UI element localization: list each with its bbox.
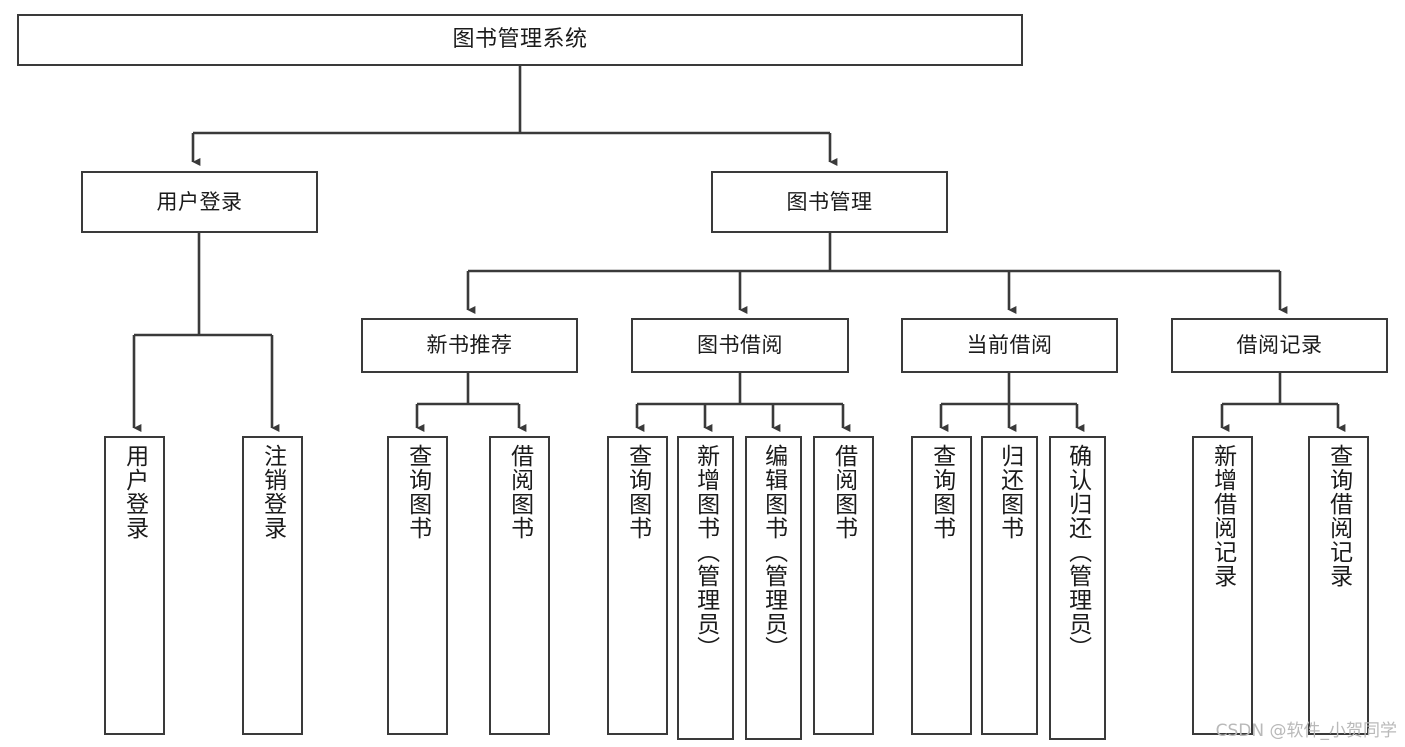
node-borrow-record[interactable]: 借阅记录 <box>1171 318 1388 373</box>
node-label: 图书借阅 <box>697 333 783 358</box>
leaf-user-logout[interactable]: 注销登录 <box>242 436 303 735</box>
leaf-add-book-admin[interactable]: 新增图书（管理员） <box>677 436 734 740</box>
leaf-edit-book-admin[interactable]: 编辑图书（管理员） <box>745 436 802 740</box>
node-book-manage[interactable]: 图书管理 <box>711 171 948 233</box>
node-label: 当前借阅 <box>966 333 1053 358</box>
node-label: 查询图书 <box>928 444 955 540</box>
node-label: 图书管理系统 <box>452 26 588 52</box>
leaf-query-book-borrow[interactable]: 查询图书 <box>607 436 668 735</box>
leaf-borrow-book-recommend[interactable]: 借阅图书 <box>489 436 550 735</box>
node-label: 确认归还（管理员） <box>1064 444 1091 660</box>
leaf-add-borrow-record[interactable]: 新增借阅记录 <box>1192 436 1253 735</box>
node-label: 新增借阅记录 <box>1209 444 1236 588</box>
node-label: 查询图书 <box>404 444 431 540</box>
leaf-query-book-current[interactable]: 查询图书 <box>911 436 972 735</box>
leaf-query-book-recommend[interactable]: 查询图书 <box>387 436 448 735</box>
node-label: 归还图书 <box>996 444 1023 540</box>
node-label: 注销登录 <box>259 444 286 540</box>
node-user-login[interactable]: 用户登录 <box>81 171 318 233</box>
node-label: 用户登录 <box>156 189 243 214</box>
node-label: 借阅图书 <box>830 444 857 540</box>
leaf-confirm-return-admin[interactable]: 确认归还（管理员） <box>1049 436 1106 740</box>
node-root-system[interactable]: 图书管理系统 <box>17 14 1023 66</box>
node-label: 编辑图书（管理员） <box>760 444 787 660</box>
node-book-borrow[interactable]: 图书借阅 <box>631 318 849 373</box>
leaf-query-borrow-record[interactable]: 查询借阅记录 <box>1308 436 1369 735</box>
leaf-return-book[interactable]: 归还图书 <box>981 436 1038 735</box>
node-label: 查询借阅记录 <box>1325 444 1352 588</box>
node-label: 新书推荐 <box>426 333 513 358</box>
node-label: 用户登录 <box>121 444 148 540</box>
node-label: 借阅图书 <box>506 444 533 540</box>
node-new-book-recommend[interactable]: 新书推荐 <box>361 318 578 373</box>
node-label: 图书管理 <box>786 189 873 214</box>
node-label: 新增图书（管理员） <box>692 444 719 660</box>
node-label: 查询图书 <box>624 444 651 540</box>
node-label: 借阅记录 <box>1236 333 1323 358</box>
node-current-borrow[interactable]: 当前借阅 <box>901 318 1118 373</box>
csdn-watermark: CSDN @软件_小贺同学 <box>1215 721 1397 741</box>
leaf-user-login[interactable]: 用户登录 <box>104 436 165 735</box>
leaf-borrow-book[interactable]: 借阅图书 <box>813 436 874 735</box>
